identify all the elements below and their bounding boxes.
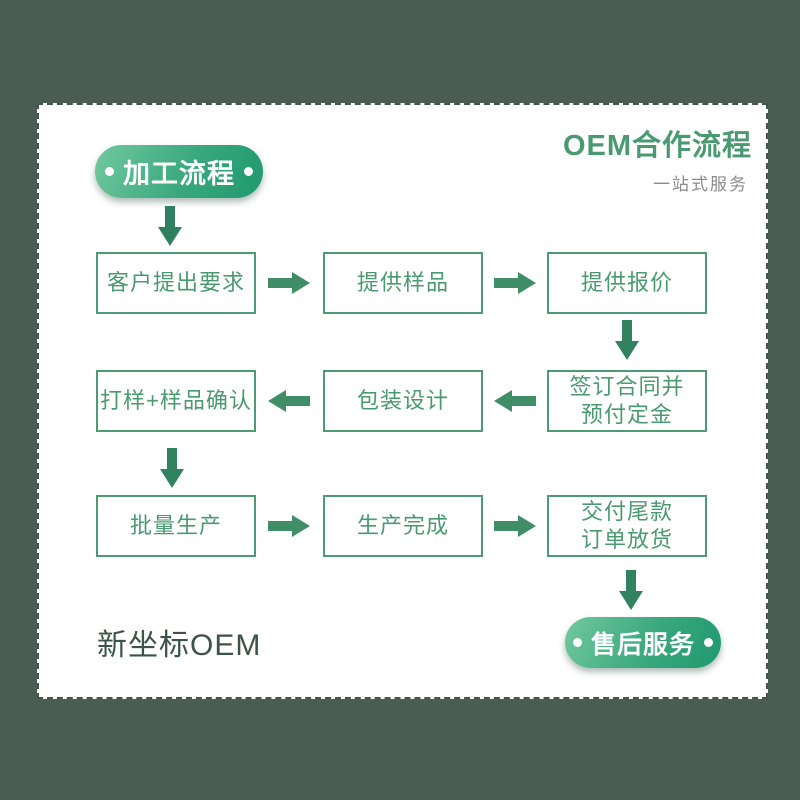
down-arrow-icon xyxy=(158,206,182,246)
brand-text: 新坐标OEM xyxy=(97,629,262,662)
after-sales-badge: 售后服务 xyxy=(565,617,721,668)
flow-box-provide-quote: 提供报价 xyxy=(547,252,707,314)
left-arrow-icon xyxy=(268,390,310,412)
flow-box-mass-production: 批量生产 xyxy=(96,495,256,557)
process-flow-badge: 加工流程 xyxy=(95,145,263,198)
after-sales-badge-label: 售后服务 xyxy=(590,630,695,659)
right-arrow-icon xyxy=(268,515,310,537)
bullet-dot-icon xyxy=(105,167,114,176)
down-arrow-icon xyxy=(615,320,639,360)
process-flow-badge-label: 加工流程 xyxy=(123,159,235,189)
flowchart-card: OEM合作流程 一站式服务 加工流程 客户提出要求 提供样品 提供报价 打样+样… xyxy=(37,103,768,699)
right-arrow-icon xyxy=(268,272,310,294)
page-subtitle: 一站式服务 xyxy=(653,174,748,194)
flow-box-packaging-design: 包装设计 xyxy=(323,370,483,432)
bullet-dot-icon xyxy=(572,638,582,647)
right-arrow-icon xyxy=(494,515,536,537)
page-title: OEM合作流程 xyxy=(562,130,752,162)
left-arrow-icon xyxy=(494,390,536,412)
bullet-dot-icon xyxy=(704,638,713,647)
bullet-dot-icon xyxy=(244,167,253,176)
header: OEM合作流程 一站式服务 xyxy=(562,130,752,195)
flow-box-sample-confirm: 打样+样品确认 xyxy=(96,370,256,432)
flow-box-sign-contract: 签订合同并 预付定金 xyxy=(547,370,707,432)
down-arrow-icon xyxy=(160,448,184,488)
flow-box-provide-sample: 提供样品 xyxy=(323,252,483,314)
flow-box-customer-request: 客户提出要求 xyxy=(96,252,256,314)
down-arrow-icon xyxy=(619,570,643,610)
flow-box-production-done: 生产完成 xyxy=(323,495,483,557)
right-arrow-icon xyxy=(494,272,536,294)
flow-box-final-payment-ship: 交付尾款 订单放货 xyxy=(547,495,707,557)
